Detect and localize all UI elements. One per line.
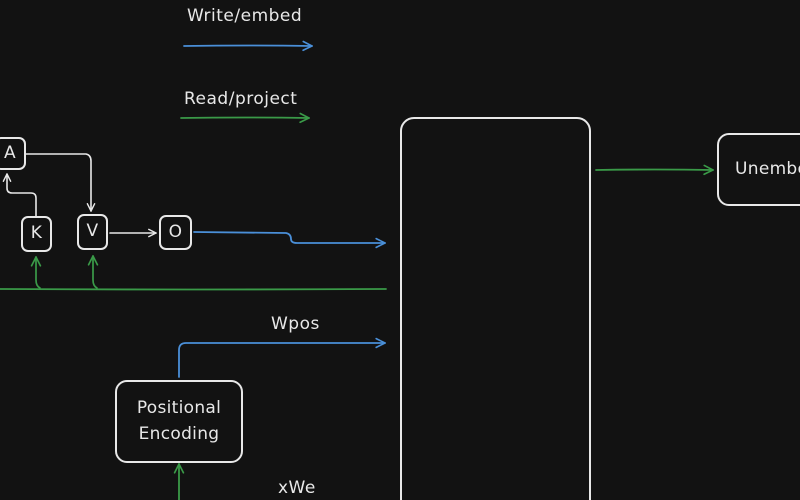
- residual-stream-block: [400, 117, 591, 500]
- o-write-arrow: [193, 231, 386, 249]
- unembed-label: Unembed: [735, 158, 800, 179]
- v-node-label: V: [86, 221, 99, 242]
- v-node: V: [77, 214, 108, 250]
- wpos-label: Wpos: [271, 314, 320, 334]
- positional-encoding-line2: Encoding: [138, 423, 220, 444]
- legend-read-label: Read/project: [184, 89, 298, 109]
- xwe-label: xWe: [278, 478, 316, 498]
- legend-write-arrow: [183, 40, 313, 52]
- a-node-label: A: [4, 142, 16, 163]
- read-to-v-arrow: [87, 255, 99, 289]
- unembed-block: Unembed: [717, 133, 800, 206]
- k-to-a-arrow: [2, 173, 37, 217]
- o-node-label: O: [168, 221, 183, 242]
- a-node: A: [0, 137, 26, 170]
- legend-read-arrow: [180, 112, 310, 124]
- positional-encoding-line1: Positional: [136, 398, 222, 418]
- o-node: O: [159, 215, 192, 250]
- k-node-label: K: [30, 223, 43, 244]
- a-to-v-arrow: [25, 153, 96, 212]
- residual-read-line: [0, 288, 387, 291]
- k-node: K: [21, 216, 52, 252]
- legend-write-label: Write/embed: [187, 6, 303, 26]
- wpos-arrow: [178, 337, 386, 378]
- read-to-k-arrow: [30, 256, 42, 289]
- residual-to-unembed-arrow: [595, 164, 714, 176]
- positional-encoding-block: Positional Encoding: [115, 380, 243, 463]
